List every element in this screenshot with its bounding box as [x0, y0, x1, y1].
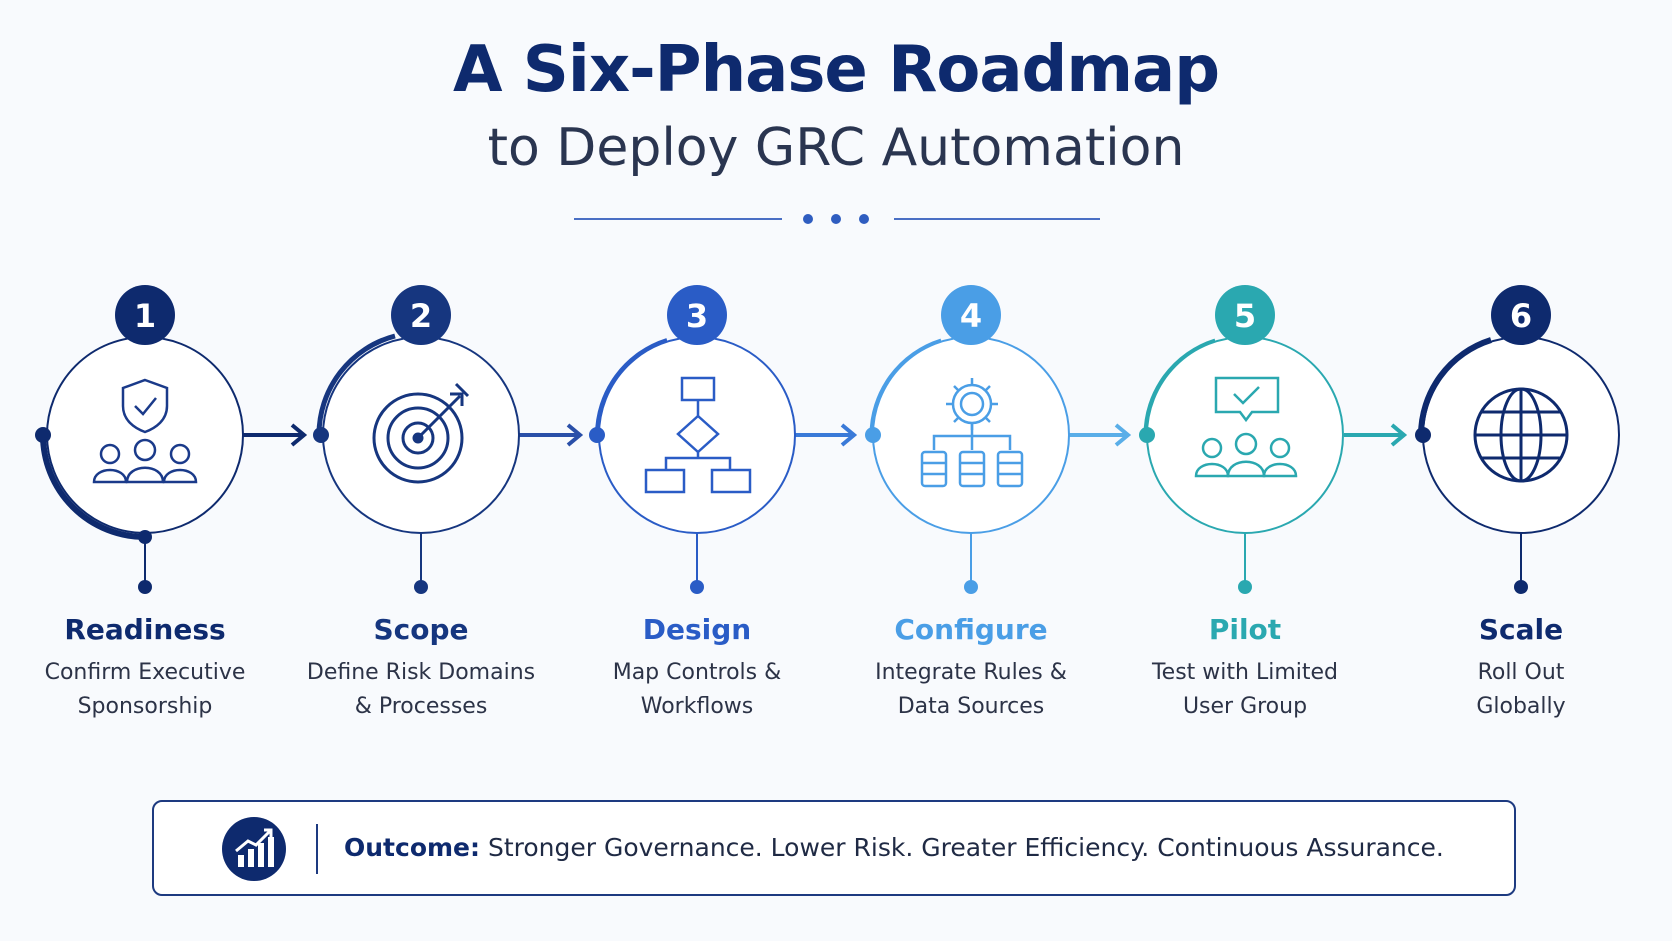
header: A Six-Phase Roadmap to Deploy GRC Automa… [0, 30, 1672, 184]
divider-dot [803, 214, 813, 224]
phase-1-text: Readiness Confirm Executive Sponsorship [15, 612, 275, 724]
phase-description: Confirm Executive Sponsorship [15, 656, 275, 724]
shield-team-icon [92, 378, 198, 484]
divider-dot [831, 214, 841, 224]
phase-description: Define Risk Domains & Processes [291, 656, 551, 724]
phase-number-badge [1215, 285, 1275, 345]
stem-dot [690, 580, 704, 594]
phase-6-node: 6 [1415, 285, 1620, 594]
arrow-head [290, 423, 308, 447]
phase-name: Scope [373, 613, 469, 646]
phase-4-text: Configure Integrate Rules & Data Sources [841, 612, 1101, 724]
outcome-separator [316, 824, 318, 874]
progress-arc [869, 338, 942, 436]
phase-number: 3 [686, 297, 708, 335]
phase-description: Map Controls & Workflows [567, 656, 827, 724]
node-dot [35, 427, 51, 443]
outcome-text: Outcome: Stronger Governance. Lower Risk… [344, 802, 1444, 894]
phase-2-text: Scope Define Risk Domains & Processes [291, 612, 551, 724]
arrow-head [840, 423, 858, 447]
progress-arc [1418, 337, 1492, 436]
phase-description-line: Roll Out [1477, 660, 1565, 685]
phase-2-node: 2 [313, 285, 520, 594]
globe-icon [1473, 387, 1569, 483]
phase-3-node: 3 [589, 285, 796, 594]
phase-name: Configure [894, 613, 1048, 646]
stem-dot [1238, 580, 1252, 594]
gear-database-icon [920, 378, 1024, 488]
phase-number: 1 [134, 297, 156, 335]
phase-description-line: User Group [1182, 694, 1308, 719]
outcome-banner: Outcome: Stronger Governance. Lower Risk… [152, 800, 1516, 896]
phase-description-line: & Processes [354, 694, 488, 719]
phase-number-badge [1491, 285, 1551, 345]
progress-arc [595, 338, 668, 436]
stem-dot [414, 580, 428, 594]
phase-number-badge [941, 285, 1001, 345]
phase-number-badge [115, 285, 175, 345]
progress-arc [1143, 338, 1216, 436]
phase-4-node: 4 [865, 285, 1070, 594]
roadmap-flow: 1 2 3 [35, 285, 1620, 594]
phase-name: Pilot [1208, 613, 1282, 646]
phase-1-node: 1 [35, 285, 244, 594]
phase-description-line: Confirm Executive [44, 660, 246, 685]
arrow-head [1390, 423, 1408, 447]
stem-dot [138, 580, 152, 594]
page-title: A Six-Phase Roadmap [452, 33, 1220, 107]
stem-dot [964, 580, 978, 594]
outcome-statement: Stronger Governance. Lower Risk. Greater… [487, 833, 1444, 862]
phase-description-line: Define Risk Domains [306, 660, 536, 685]
phase-5-node: 5 [1139, 285, 1344, 594]
divider-line-left [574, 218, 782, 220]
phase-description-line: Globally [1476, 694, 1566, 719]
phase-number-badge [667, 285, 727, 345]
phase-number-badge [391, 285, 451, 345]
phase-description-line: Data Sources [897, 694, 1045, 719]
phase-description: Roll Out Globally [1391, 656, 1651, 724]
user-group-check-icon [1194, 376, 1298, 478]
stem-dot [1514, 580, 1528, 594]
flowchart-icon [644, 376, 752, 494]
phase-number: 2 [410, 297, 432, 335]
phase-description-line: Test with Limited [1151, 660, 1339, 685]
phase-6-text: Scale Roll Out Globally [1391, 612, 1651, 724]
phase-description: Test with Limited User Group [1115, 656, 1375, 724]
divider-dot [859, 214, 869, 224]
phase-name: Readiness [64, 613, 226, 646]
target-icon [372, 382, 470, 484]
phase-number: 5 [1234, 297, 1256, 335]
phase-description-line: Sponsorship [77, 694, 213, 719]
phase-number: 4 [960, 297, 982, 335]
divider-line-right [894, 218, 1100, 220]
phase-description-line: Workflows [640, 694, 754, 719]
growth-chart-icon [222, 817, 286, 881]
phase-description-line: Map Controls & [612, 660, 782, 685]
phase-name: Design [642, 613, 752, 646]
page-subtitle: to Deploy GRC Automation [487, 118, 1185, 178]
phase-description-line: Integrate Rules & [875, 660, 1067, 685]
phase-description: Integrate Rules & Data Sources [841, 656, 1101, 724]
arrow-head [566, 423, 584, 447]
progress-arc [316, 333, 396, 436]
progress-arc [40, 434, 146, 540]
phase-3-text: Design Map Controls & Workflows [567, 612, 827, 724]
phase-5-text: Pilot Test with Limited User Group [1115, 612, 1375, 724]
title-divider [0, 206, 1672, 226]
phase-number: 6 [1510, 297, 1532, 335]
phase-name: Scale [1478, 613, 1564, 646]
arrow-head [1114, 423, 1132, 447]
outcome-label: Outcome: [344, 833, 480, 862]
